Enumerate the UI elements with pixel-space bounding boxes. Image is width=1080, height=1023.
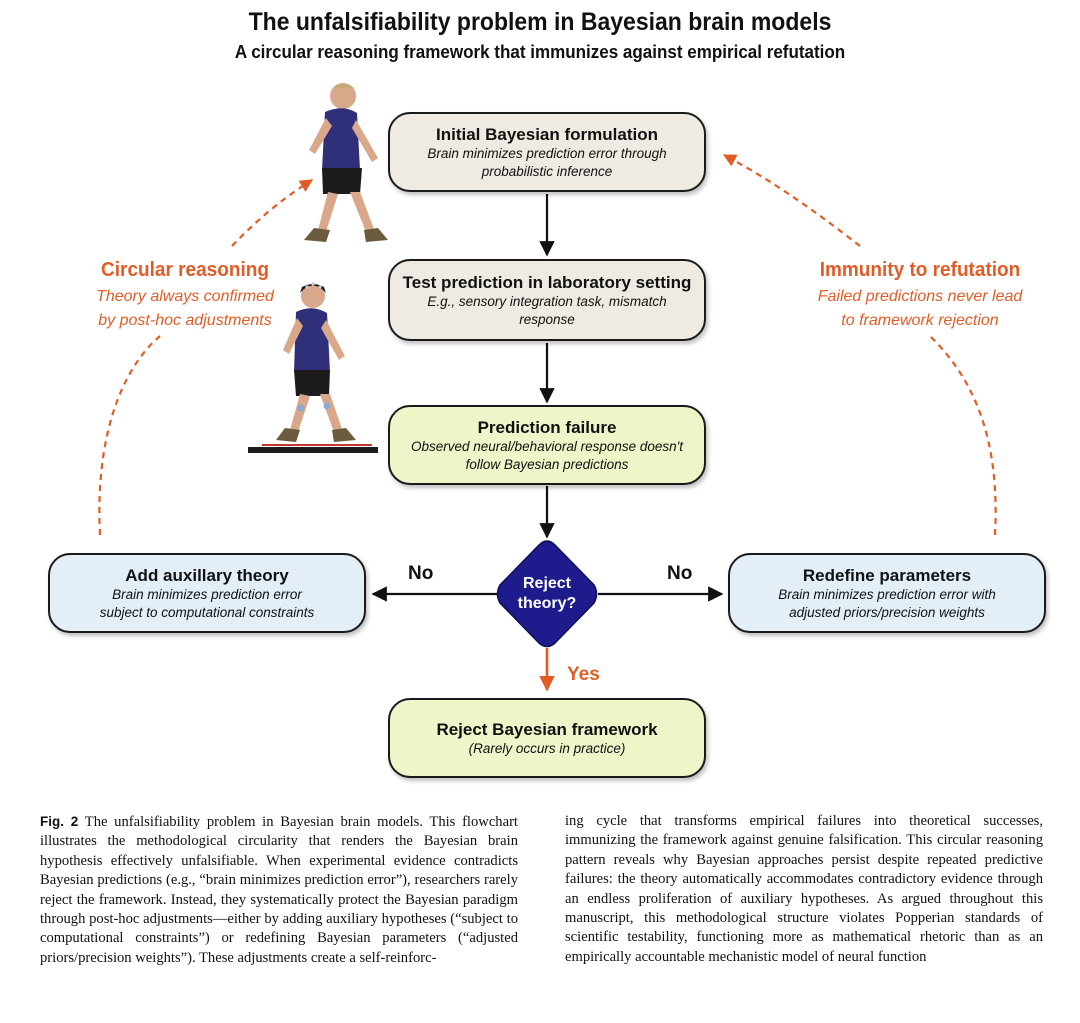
eeg-person-treadmill-illustration	[248, 282, 378, 453]
node-description: probabilistic inference	[481, 163, 613, 179]
node-description: Brain minimizes prediction error through	[427, 145, 667, 161]
side-note-right-desc: Failed predictions never lead to framewo…	[770, 285, 1070, 333]
figure-subtitle: A circular reasoning framework that immu…	[234, 41, 846, 62]
figure-caption-column-2: ing cycle that transforms empirical fail…	[565, 812, 1043, 967]
figure-caption-column-1: Fig. 2 The unfalsifiability problem in B…	[40, 812, 518, 968]
edge-label-no-right: No	[667, 563, 693, 584]
side-note-line: to framework rejection	[841, 312, 999, 329]
node-title: Prediction failure	[477, 417, 617, 437]
node-title: Add auxillary theory	[125, 565, 289, 585]
node-description: Brain minimizes prediction error	[112, 586, 302, 602]
side-note-left-desc: Theory always confirmed by post-hoc adju…	[60, 285, 310, 333]
edge-label-yes: Yes	[567, 664, 600, 685]
node-description: E.g., sensory integration task, mismatch…	[427, 293, 667, 327]
node-test-prediction: Test prediction in laboratory setting E.…	[388, 259, 706, 341]
side-note-line: Theory always confirmed	[96, 288, 274, 305]
decision-label-line: theory?	[517, 595, 577, 612]
figure-label: Fig. 2	[40, 814, 79, 829]
side-note-left-title: Circular reasoning	[101, 259, 269, 281]
side-note-line: Failed predictions never lead	[817, 288, 1023, 305]
node-description: adjusted priors/precision weights	[789, 604, 985, 620]
node-description: Observed neural/behavioral response does…	[411, 438, 683, 454]
node-description: follow Bayesian predictions	[465, 456, 629, 472]
node-title: Redefine parameters	[802, 565, 972, 585]
immunity-arc	[929, 335, 997, 536]
side-note-line: by post-hoc adjustments	[98, 312, 272, 329]
node-prediction-failure: Prediction failure Observed neural/behav…	[388, 405, 706, 485]
edge-label-no-left: No	[408, 563, 434, 584]
node-description: Brain minimizes prediction error with	[778, 586, 996, 602]
node-add-auxiliary-theory: Add auxillary theory Brain minimizes pre…	[48, 553, 366, 633]
caption-text: ing cycle that transforms empirical fail…	[565, 813, 1043, 965]
node-title: Initial Bayesian formulation	[436, 124, 658, 144]
walking-person-illustration	[304, 83, 388, 242]
node-reject-framework: Reject Bayesian framework (Rarely occurs…	[388, 698, 706, 778]
node-description: (Rarely occurs in practice)	[468, 740, 626, 756]
node-title: Test prediction in laboratory setting	[402, 272, 692, 292]
node-title: Reject Bayesian framework	[436, 719, 658, 739]
circular-reasoning-arc	[98, 335, 161, 536]
node-initial-formulation: Initial Bayesian formulation Brain minim…	[388, 112, 706, 192]
decision-label: Reject theory?	[507, 574, 587, 614]
node-redefine-parameters: Redefine parameters Brain minimizes pred…	[728, 553, 1046, 633]
side-note-right-title: Immunity to refutation	[819, 259, 1021, 281]
decision-diamond	[496, 540, 598, 648]
figure-title: The unfalsifiability problem in Bayesian…	[248, 8, 832, 36]
circular-reasoning-arc-upper	[231, 179, 314, 247]
caption-text: The unfalsifiability problem in Bayesian…	[40, 814, 518, 966]
decision-label-line: Reject	[522, 575, 572, 592]
immunity-arc-upper	[722, 154, 861, 247]
node-description: subject to computational constraints	[99, 604, 315, 620]
flowchart-graphics	[98, 83, 997, 692]
